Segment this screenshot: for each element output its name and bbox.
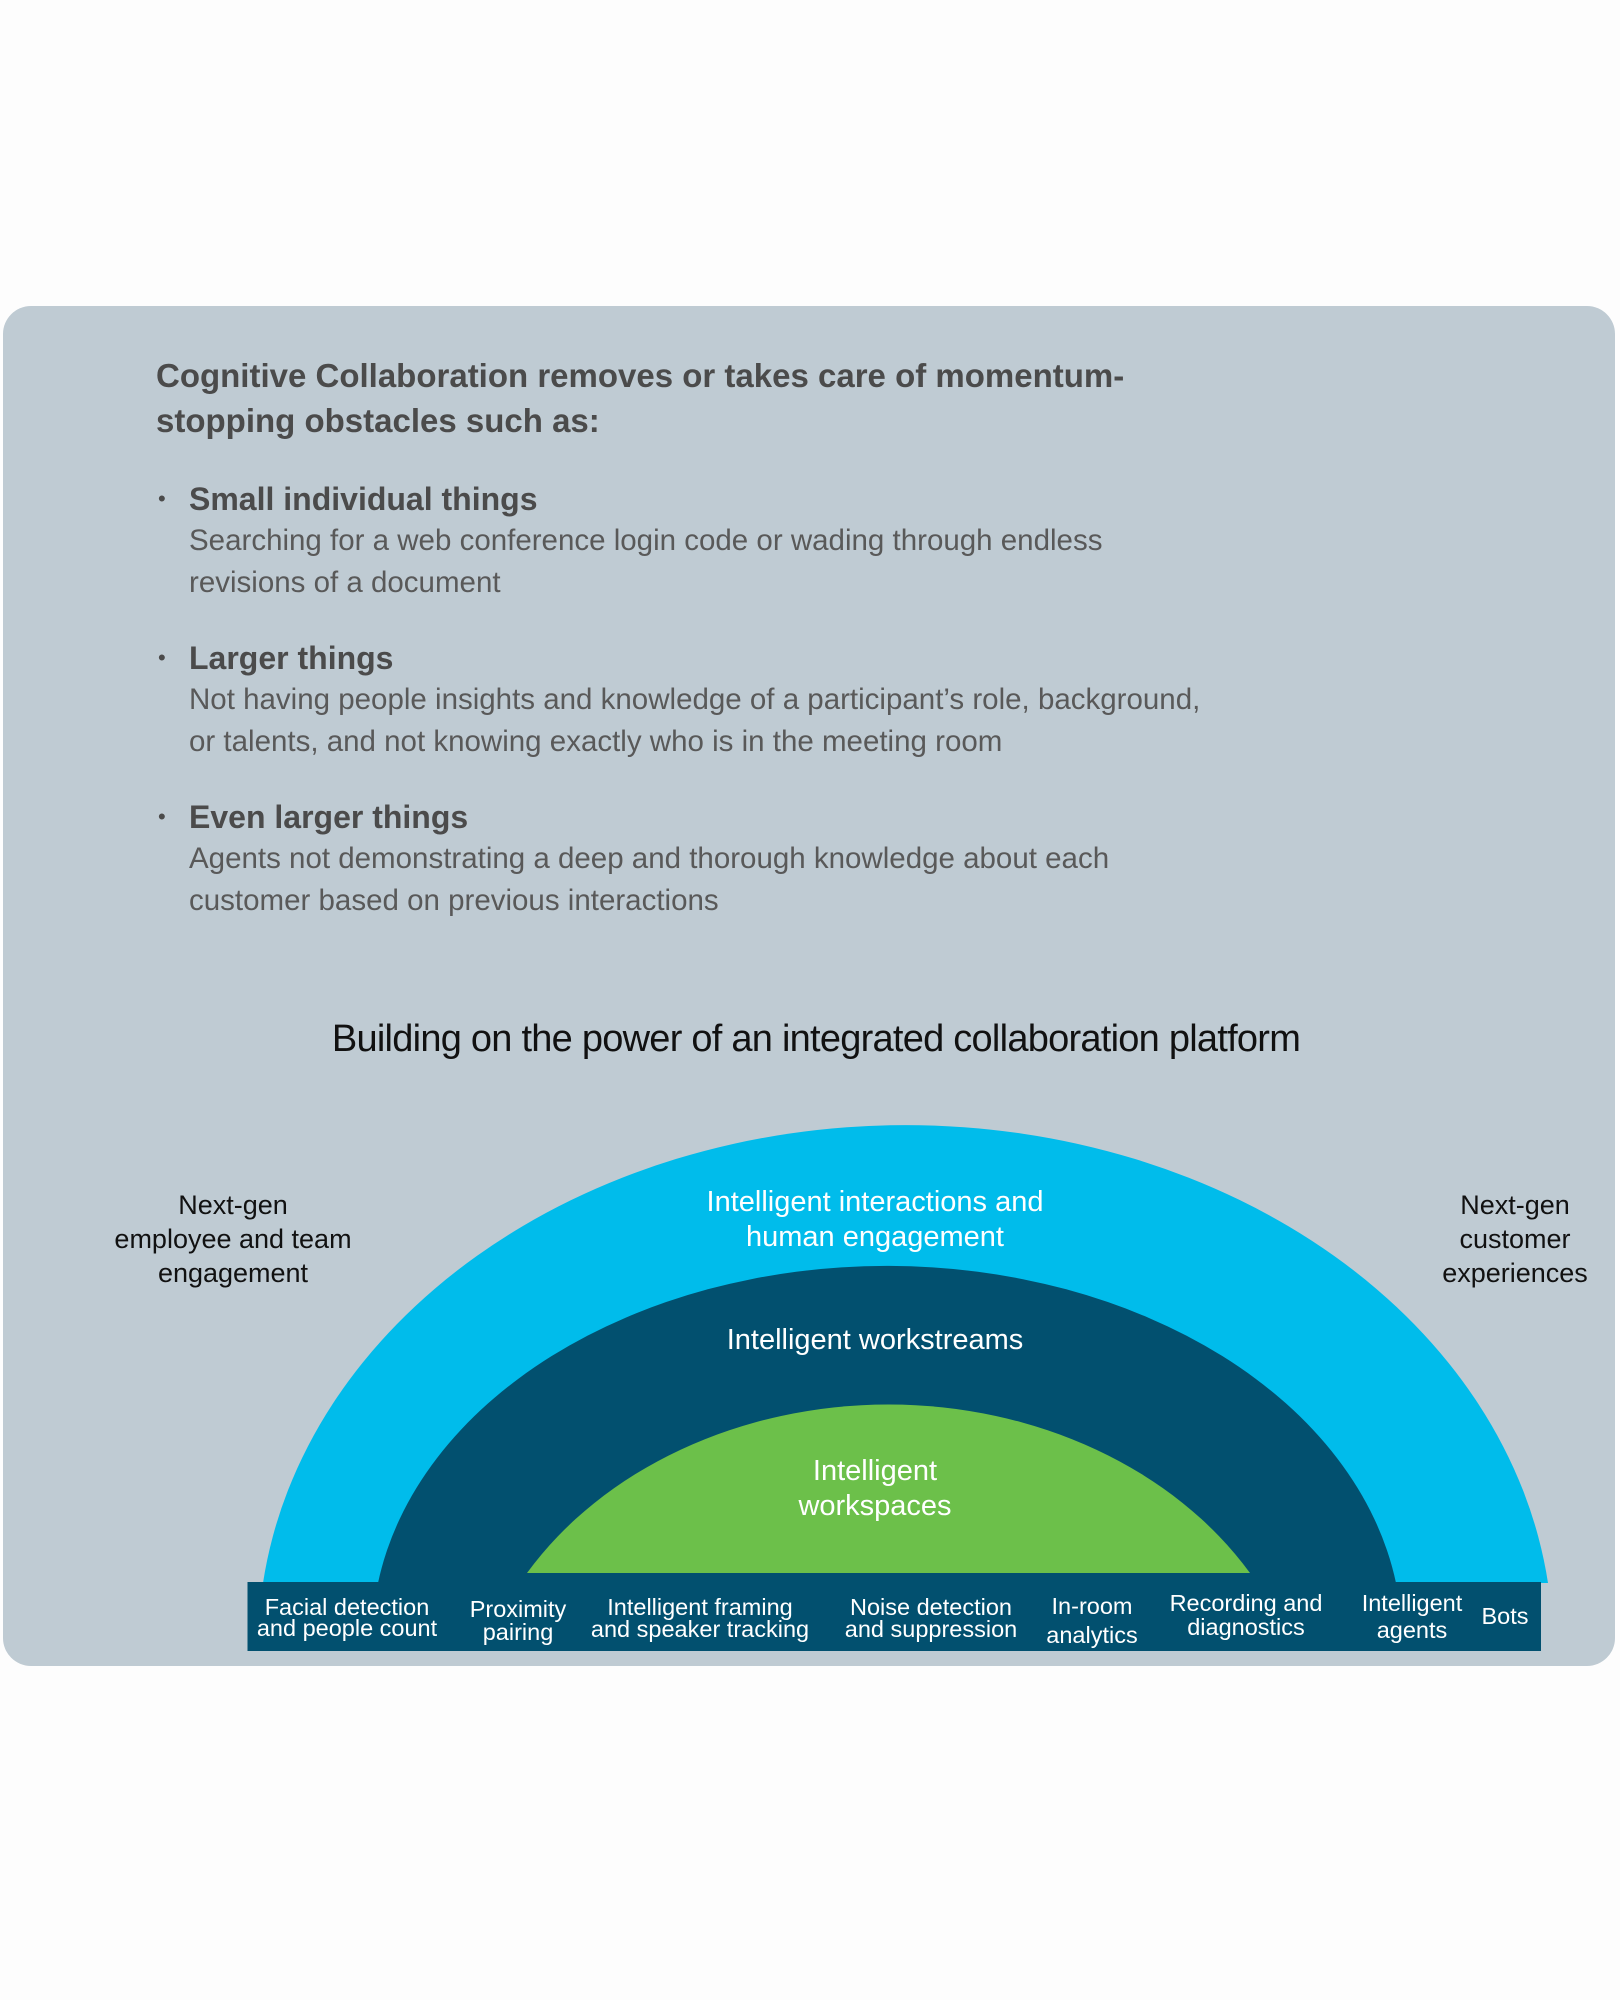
obstacle-description-line: revisions of a document [189, 566, 501, 599]
obstacle-item-small: • Small individual things Searching for … [158, 478, 1103, 604]
capabilities-bar [247, 1582, 1541, 1651]
obstacle-title: Larger things [189, 640, 394, 676]
side-label-line: Next-gen [178, 1190, 288, 1220]
obstacle-description-line: customer based on previous interactions [189, 884, 719, 917]
bullet-marker: • [158, 804, 166, 829]
capability-label-line: Facial detection [264, 1593, 430, 1620]
capability-label-line: diagnostics [1187, 1614, 1305, 1640]
side-label-customer-experiences: Next-gen customer experiences [1415, 1188, 1615, 1290]
capability-label-line: and suppression [844, 1615, 1018, 1642]
arc-intelligent-workspaces [527, 1404, 1250, 1573]
bullet-marker: • [158, 486, 166, 511]
capability-label-line: analytics [1046, 1621, 1138, 1648]
diagram-title: Building on the power of an integrated c… [331, 1018, 1301, 1060]
capability-label-line: Proximity [469, 1596, 567, 1622]
capability-label-line: pairing [482, 1618, 554, 1645]
layer-label-line: workspaces [798, 1489, 952, 1522]
capability-recording-diagnostics: Recording and diagnostics [1161, 1591, 1331, 1639]
intro-heading: Cognitive Collaboration removes or takes… [156, 353, 1124, 443]
layer-label-intelligent-workstreams: Intelligent workstreams [575, 1323, 1175, 1358]
platform-diagram [247, 1125, 1548, 1651]
obstacle-item-larger: • Larger things Not having people insigh… [158, 637, 1201, 763]
capability-intelligent-agents: Intelligent agents [1352, 1590, 1472, 1644]
side-label-line: experiences [1442, 1258, 1588, 1288]
obstacle-title: Small individual things [189, 481, 538, 517]
capability-label-line: and speaker tracking [590, 1615, 810, 1642]
obstacle-item-even-larger: • Even larger things Agents not demonstr… [158, 796, 1110, 922]
layer-label-line: human engagement [746, 1221, 1004, 1253]
layer-label-line: Intelligent [812, 1454, 938, 1487]
side-label-line: engagement [157, 1258, 309, 1288]
capability-facial-detection: Facial detection and people count [247, 1593, 447, 1641]
capability-label-line: and people count [256, 1614, 438, 1641]
intro-heading-line: stopping obstacles such as: [156, 402, 600, 439]
side-label-employee-engagement: Next-gen employee and team engagement [83, 1188, 383, 1290]
intro-heading-line: Cognitive Collaboration removes or takes… [156, 357, 1125, 394]
capability-label-line: Noise detection [850, 1594, 1012, 1620]
capability-label-line: In-room [1051, 1592, 1133, 1619]
capability-intelligent-framing: Intelligent framing and speaker tracking [580, 1594, 820, 1642]
capability-bots: Bots [1475, 1604, 1535, 1628]
layer-label-line: Intelligent workstreams [726, 1323, 1024, 1356]
side-label-line: employee and team [114, 1224, 352, 1254]
obstacle-title: Even larger things [189, 799, 469, 835]
layer-label-intelligent-workspaces: Intelligent workspaces [575, 1454, 1175, 1524]
capability-label-line: Intelligent [1361, 1589, 1463, 1616]
capability-proximity-pairing: Proximity pairing [458, 1598, 578, 1643]
obstacle-description-line: Not having people insights and knowledge… [189, 683, 1201, 716]
obstacle-description-line: or talents, and not knowing exactly who … [189, 725, 1003, 758]
capability-label-line: Bots [1481, 1603, 1529, 1629]
side-label-line: customer [1459, 1224, 1571, 1254]
capability-label-line: Intelligent framing [607, 1594, 793, 1620]
capability-in-room-analytics: In-room analytics [1037, 1592, 1147, 1650]
capability-noise-detection: Noise detection and suppression [831, 1594, 1031, 1642]
capability-label-line: Recording and [1169, 1590, 1323, 1616]
capability-label-line: agents [1376, 1616, 1448, 1643]
obstacle-description-line: Searching for a web conference login cod… [189, 524, 1103, 557]
layer-label-line: Intelligent interactions and [706, 1186, 1044, 1218]
side-label-line: Next-gen [1460, 1190, 1570, 1220]
obstacle-description-line: Agents not demonstrating a deep and thor… [189, 842, 1110, 875]
bullet-marker: • [158, 645, 166, 670]
layer-label-intelligent-interactions: Intelligent interactions and human engag… [575, 1185, 1175, 1255]
